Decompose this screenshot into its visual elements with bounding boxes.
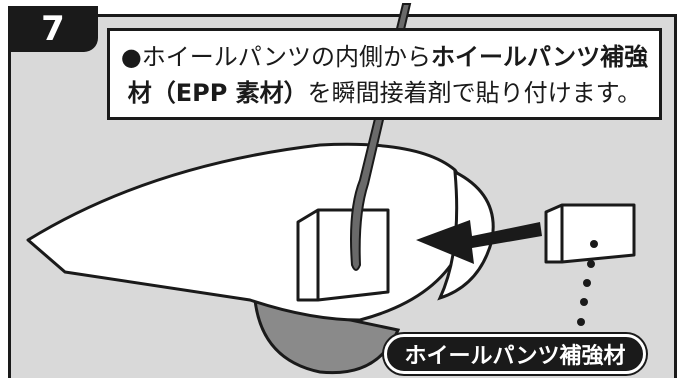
caption-text-2: を瞬間接着剤で貼り付けます。 xyxy=(307,79,642,107)
caption-text-1: ●ホイールパンツの内側から xyxy=(120,43,431,71)
insert-arrow xyxy=(416,220,542,264)
placed-reinforcement-block xyxy=(296,208,390,302)
instruction-caption: ●ホイールパンツの内側からホイールパンツ補強材（EPP 素材）を瞬間接着剤で貼り… xyxy=(107,28,662,120)
leader-dots xyxy=(577,240,598,326)
part-label: ホイールパンツ補強材 xyxy=(384,334,646,374)
applicator-rod xyxy=(350,3,412,271)
caption-text-bold: ホイールパンツ補強材（EPP 素材） xyxy=(127,43,649,107)
step-number-badge: 7 xyxy=(8,6,98,52)
reinforcement-block xyxy=(544,203,636,264)
wheel-pant-body xyxy=(26,142,468,322)
